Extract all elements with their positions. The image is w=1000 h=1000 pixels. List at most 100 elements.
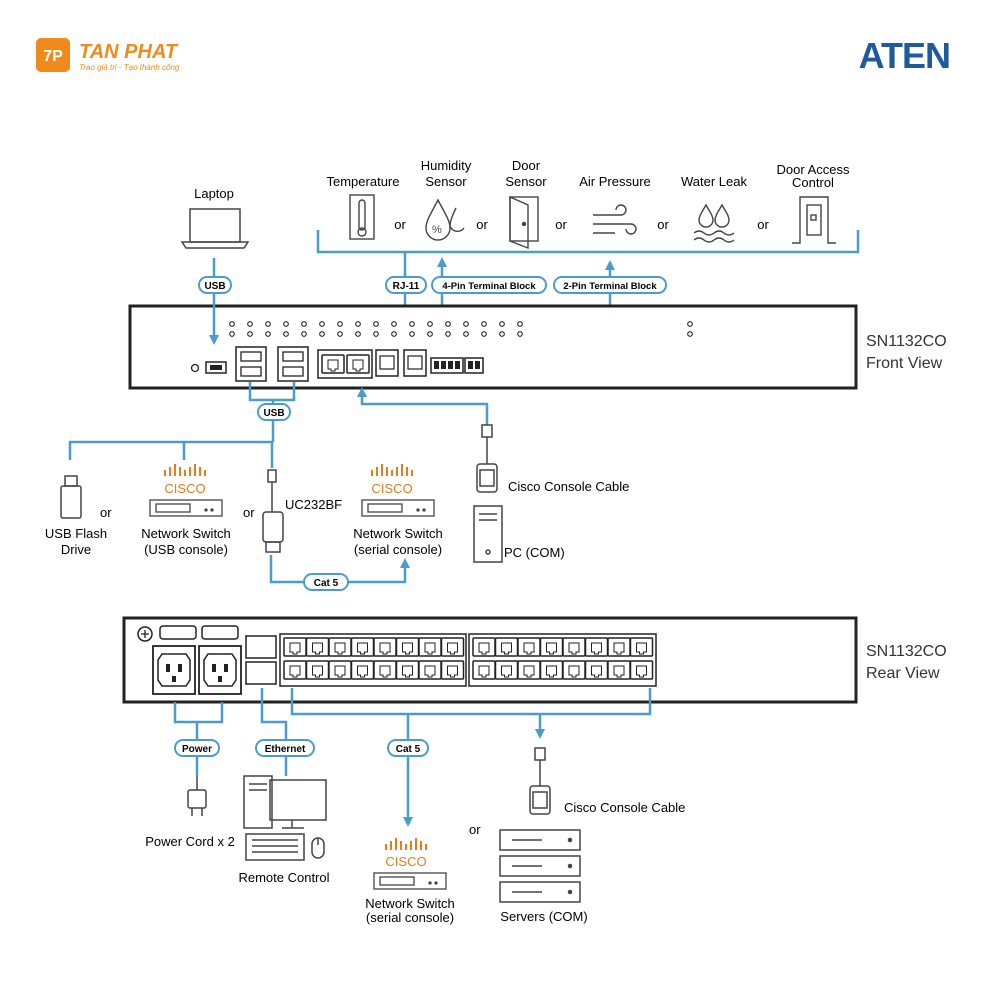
badge-2pin-terminal-block: 2-Pin Terminal Block	[553, 276, 667, 294]
svg-text:or: or	[757, 217, 769, 232]
rear-switch-label-2: (serial console)	[366, 910, 454, 925]
svg-text:CISCO: CISCO	[371, 481, 412, 496]
svg-text:or: or	[243, 505, 255, 520]
serial-rj45-port	[440, 660, 465, 680]
rear-view-label: Rear View	[866, 665, 940, 682]
brand-name: TAN PHAT	[79, 41, 179, 63]
serial-rj45-port	[328, 637, 352, 657]
switch-usb-label-1: Network Switch	[141, 526, 231, 541]
led-indicator	[319, 331, 325, 337]
led-indicator	[229, 331, 235, 337]
led-indicator	[391, 321, 397, 327]
led-indicator	[247, 321, 253, 327]
humidity-icon: %	[425, 198, 465, 241]
power-inlet-icon	[198, 645, 242, 695]
led-indicator	[265, 321, 271, 327]
badge-ethernet: Ethernet	[255, 739, 315, 757]
led-indicator	[373, 331, 379, 337]
serial-rj45-port	[418, 637, 442, 657]
power-inlet-icon	[152, 645, 196, 695]
badge-4pin-terminal-block: 4-Pin Terminal Block	[431, 276, 547, 294]
serial-rj45-port	[539, 637, 564, 657]
svg-text:%: %	[432, 224, 442, 236]
switch-serial-label-2: (serial console)	[354, 542, 442, 557]
svg-text:ATEN: ATEN	[859, 35, 950, 76]
servers-label: Servers (COM)	[500, 909, 587, 924]
network-switch-icon	[373, 872, 447, 890]
svg-text:RJ-11: RJ-11	[393, 281, 420, 292]
pc-tower-icon	[473, 505, 503, 563]
serial-rj45-port	[517, 637, 541, 657]
air-pressure-icon	[593, 204, 637, 235]
door-label-2: Sensor	[505, 174, 547, 189]
svg-text:or: or	[476, 217, 488, 232]
led-indicator	[517, 331, 523, 337]
door-sensor-icon	[509, 195, 539, 250]
uc232bf-adapter-icon	[262, 469, 284, 553]
rear-device	[122, 616, 858, 704]
badge-usb-laptop: USB	[198, 276, 232, 294]
led-indicator	[463, 331, 469, 337]
led-indicator	[355, 321, 361, 327]
badge-cat5-rear: Cat 5	[387, 739, 429, 757]
serial-rj45-port	[305, 637, 330, 657]
led-indicator	[463, 321, 469, 327]
rear-switch-label-1: Network Switch	[365, 896, 455, 911]
serial-rj45-port	[517, 660, 541, 680]
usb-flash-label-1: USB Flash	[45, 526, 107, 541]
serial-rj45-port	[305, 660, 330, 680]
svg-text:7P: 7P	[43, 48, 63, 65]
console-cable-icon	[529, 747, 551, 815]
serial-rj45-port	[395, 637, 420, 657]
svg-text:or: or	[555, 217, 567, 232]
led-indicator	[247, 331, 253, 337]
serial-rj45-port	[539, 660, 564, 680]
svg-text:or: or	[657, 217, 669, 232]
usb-port-pair-1	[235, 346, 267, 382]
switch-serial-label-1: Network Switch	[353, 526, 443, 541]
rj11-ports	[375, 349, 427, 377]
led-indicator	[445, 321, 451, 327]
usb-flash-label-2: Drive	[61, 542, 91, 557]
led-indicator	[301, 321, 307, 327]
led-indicator	[265, 331, 271, 337]
led-indicator	[229, 321, 235, 327]
lan-port-icon	[245, 635, 277, 659]
network-switch-icon	[149, 499, 223, 517]
led-indicator	[481, 321, 487, 327]
console-cable-icon	[476, 424, 498, 493]
svg-text:or: or	[394, 217, 406, 232]
serial-rj45-port	[418, 660, 442, 680]
cisco-logo-icon	[371, 464, 413, 476]
serial-rj45-port	[584, 660, 609, 680]
serial-rj45-port	[328, 660, 352, 680]
serial-rj45-port	[494, 637, 519, 657]
led-indicator	[409, 321, 415, 327]
serial-rj45-port	[494, 660, 519, 680]
led-indicator	[373, 321, 379, 327]
humidity-label-2: Sensor	[425, 174, 467, 189]
led-indicator	[445, 331, 451, 337]
led-indicator	[283, 321, 289, 327]
rear-console-cable-label: Cisco Console Cable	[564, 800, 685, 815]
svg-text:USB: USB	[204, 281, 225, 292]
svg-text:or: or	[100, 505, 112, 520]
uc232bf-label: UC232BF	[285, 497, 342, 512]
front-led-grid	[229, 321, 693, 337]
humidity-label-1: Humidity	[421, 158, 472, 173]
led-indicator	[427, 321, 433, 327]
led-indicator	[319, 321, 325, 327]
cisco-logo-icon	[385, 838, 427, 850]
led-indicator	[687, 321, 693, 327]
serial-rj45-port	[562, 660, 586, 680]
serial-rj45-port	[283, 660, 307, 680]
svg-text:Cat 5: Cat 5	[314, 578, 339, 589]
svg-text:or: or	[469, 822, 481, 837]
terminal-block-4pin	[430, 357, 464, 374]
badge-rj11: RJ-11	[385, 276, 427, 294]
ground-screw-icon	[137, 626, 153, 642]
led-indicator	[355, 331, 361, 337]
serial-rj45-port	[472, 637, 496, 657]
led-indicator	[427, 331, 433, 337]
